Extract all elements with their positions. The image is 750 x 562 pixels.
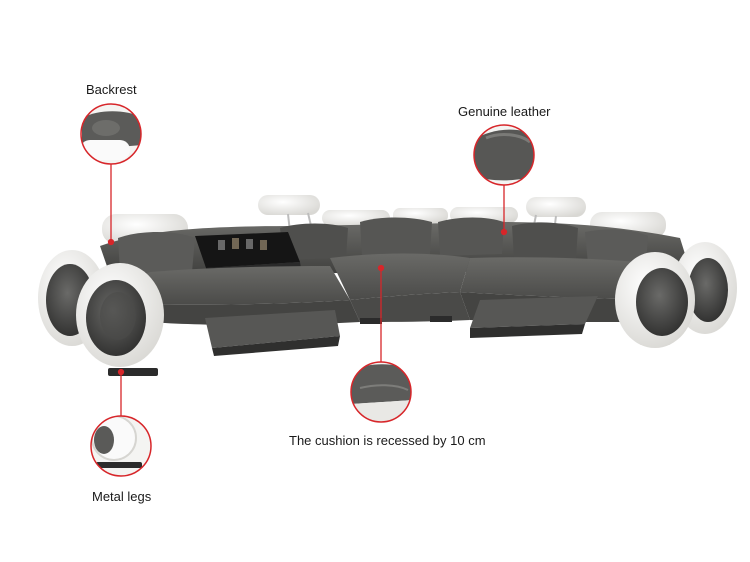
backrest-label: Backrest	[86, 82, 137, 97]
sectional-sofa	[38, 195, 737, 376]
cushion-detail-circle	[350, 361, 412, 423]
recliner-footrests	[205, 296, 598, 356]
leather-detail-circle	[473, 124, 535, 186]
right-armrest	[615, 242, 737, 348]
cushion-recess-label: The cushion is recessed by 10 cm	[289, 433, 486, 448]
callout-leaders	[107, 164, 508, 416]
backrest-detail-circle	[80, 103, 142, 165]
legs-detail-circle	[90, 415, 152, 477]
genuine-leather-label: Genuine leather	[458, 104, 551, 119]
back-cushions	[118, 217, 648, 272]
left-armrest	[38, 250, 164, 367]
metal-legs-label: Metal legs	[92, 489, 152, 504]
